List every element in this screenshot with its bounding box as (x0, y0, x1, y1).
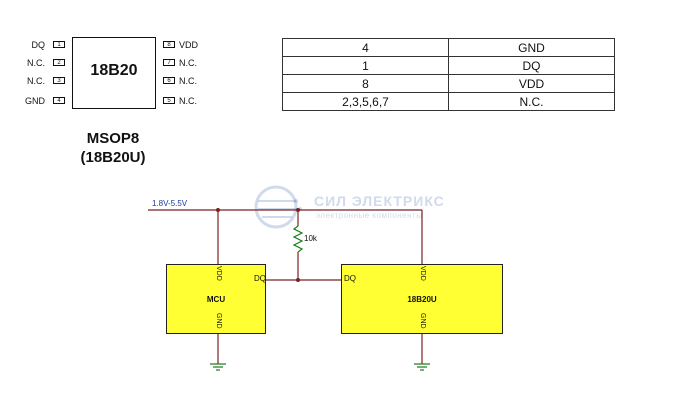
pin-1-number: 1 (53, 41, 65, 48)
mcu-block (166, 264, 266, 334)
pin-7-name: N.C. (179, 58, 197, 68)
pin-number-cell: 2,3,5,6,7 (282, 92, 449, 111)
pin-5-number: 5 (163, 97, 175, 104)
pin-8-name: VDD (179, 40, 199, 50)
watermark-title: СИЛ ЭЛЕКТРИКС (314, 193, 445, 209)
pin-4-name: GND (25, 96, 45, 106)
mcu-name: MCU (206, 295, 226, 304)
pin-function-cell: N.C. (448, 92, 615, 111)
pin-5-name: N.C. (179, 96, 197, 106)
sensor-dq-pin-label: DQ (344, 274, 356, 283)
resistor-value-label: 10k (304, 234, 317, 243)
sensor-gnd-pin-label: GND (419, 313, 426, 329)
sensor-vdd-pin-label: VDD (419, 266, 426, 281)
pin-6-number: 6 (163, 77, 175, 84)
sensor-name: 18B20U (407, 295, 437, 304)
sensor-block (341, 264, 503, 334)
watermark-logo-icon (254, 185, 302, 229)
ground-icon (414, 363, 430, 371)
table-row: 2,3,5,6,7 N.C. (282, 92, 615, 111)
table-row: 1 DQ (282, 56, 615, 75)
junction-dot (296, 278, 300, 282)
pin-4-number: 4 (53, 97, 65, 104)
pin-8-number: 8 (163, 41, 175, 48)
pin-function-table: 4 GND 1 DQ 8 VDD 2,3,5,6,7 N.C. (282, 38, 615, 111)
mcu-gnd-pin-label: GND (215, 313, 222, 329)
pin-1-name: DQ (31, 40, 46, 50)
pin-7-number: 7 (163, 59, 175, 66)
watermark-subtitle: электронные компоненты (316, 211, 423, 220)
pin-3-name: N.C. (27, 76, 45, 86)
pin-6-name: N.C. (179, 76, 197, 86)
mcu-vdd-pin-label: VDD (215, 266, 222, 281)
pin-2-number: 2 (53, 59, 65, 66)
pullup-resistor (292, 225, 304, 253)
ground-icon (210, 363, 226, 371)
junction-dot (296, 208, 300, 212)
supply-voltage-label: 1.8V-5.5V (152, 199, 188, 208)
pin-2-name: N.C. (27, 58, 45, 68)
mcu-dq-pin-label: DQ (254, 274, 266, 283)
chip-name: 18B20 (90, 62, 138, 79)
package-type-label: MSOP8 (86, 130, 140, 147)
pin-3-number: 3 (53, 77, 65, 84)
junction-dot (216, 208, 220, 212)
package-variant-label: (18B20U) (80, 149, 146, 166)
chip-package-body (72, 37, 156, 109)
